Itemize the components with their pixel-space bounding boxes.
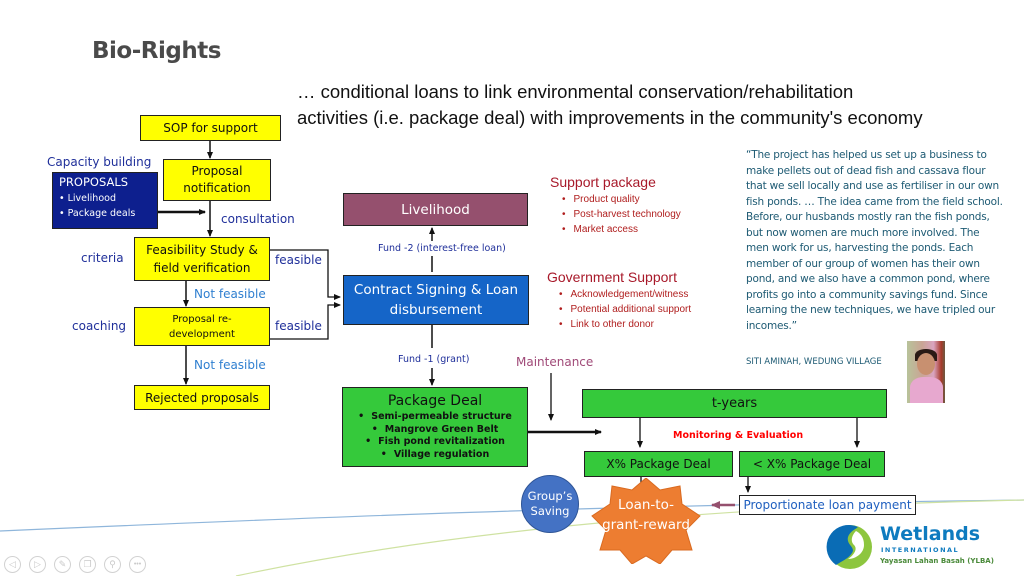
redevelopment-box: Proposal re- development bbox=[134, 307, 270, 346]
sop-label: SOP for support bbox=[163, 121, 258, 135]
package-deal-box: Package Deal Semi-permeable structure Ma… bbox=[342, 387, 528, 467]
feasibility-box: Feasibility Study & field verification bbox=[134, 237, 270, 281]
support-package-list: Product quality Post-harvest technology … bbox=[562, 192, 681, 237]
contract-line2: disbursement bbox=[389, 302, 483, 318]
arrow-feasible-1 bbox=[269, 249, 341, 300]
government-support-item: Potential additional support bbox=[559, 302, 692, 317]
slide-subtitle: … conditional loans to link environmenta… bbox=[297, 79, 997, 131]
government-support-item: Acknowledgement/witness bbox=[559, 287, 691, 302]
government-support-block: Government Support Acknowledgement/witne… bbox=[547, 269, 691, 332]
support-package-item: Market access bbox=[562, 222, 681, 237]
monitoring-evaluation-label: Monitoring & Evaluation bbox=[673, 430, 804, 441]
proposal-notification-box: Proposal notification bbox=[163, 159, 271, 201]
contract-line1: Contract Signing & Loan bbox=[353, 282, 519, 298]
not-feasible-label-2: Not feasible bbox=[194, 358, 266, 372]
proposals-item: • Livelihood bbox=[59, 193, 116, 204]
sop-box: SOP for support bbox=[140, 115, 281, 141]
photo-face bbox=[917, 353, 935, 375]
loan-to-grant-star bbox=[591, 478, 701, 564]
arrow-feasible-2 bbox=[269, 302, 341, 340]
less-than-x-percent-package-deal-box: < X% Package Deal bbox=[739, 451, 885, 477]
loan-to-grant-line1: Loan-to- bbox=[618, 497, 674, 513]
feasibility-line2: field verification bbox=[153, 261, 251, 275]
rejected-label: Rejected proposals bbox=[145, 390, 259, 405]
proposals-item: • Package deals bbox=[59, 208, 136, 219]
fund1-label: Fund -1 (grant) bbox=[398, 354, 470, 365]
slide-title: Bio-Rights bbox=[92, 38, 221, 64]
less-than-x-percent-label: < X% Package Deal bbox=[752, 457, 872, 471]
groups-saving-line1: Group’s bbox=[527, 489, 573, 503]
subtitle-line-2: activities (i.e. package deal) with impr… bbox=[297, 107, 923, 128]
logo-sub: INTERNATIONAL bbox=[881, 546, 960, 554]
wetlands-logo-icon bbox=[826, 524, 872, 569]
package-deal-title: Package Deal bbox=[387, 393, 483, 409]
photo-body bbox=[910, 377, 943, 403]
proportionate-loan-payment-box: Proportionate loan payment bbox=[739, 495, 916, 515]
criteria-label: criteria bbox=[81, 251, 124, 265]
support-package-title: Support package bbox=[550, 174, 656, 190]
package-deal-item: Village regulation bbox=[381, 449, 489, 462]
government-support-item: Link to other donor bbox=[559, 317, 691, 332]
groups-saving-circle: Group’s Saving bbox=[521, 475, 579, 533]
consultation-label: consultation bbox=[221, 212, 295, 226]
proposals-heading: PROPOSALS bbox=[59, 175, 129, 189]
loan-to-grant-label: Loan-to- grant-reward bbox=[590, 495, 702, 535]
t-years-box: t-years bbox=[582, 389, 887, 418]
logo-local: Yayasan Lahan Basah (YLBA) bbox=[880, 557, 994, 565]
x-percent-package-deal-box: X% Package Deal bbox=[584, 451, 733, 477]
package-deal-item: Fish pond revitalization bbox=[365, 436, 505, 449]
coaching-label: coaching bbox=[72, 319, 127, 333]
loan-to-grant-line2: grant-reward bbox=[602, 517, 690, 533]
redevelopment-line1: Proposal re- bbox=[172, 313, 232, 325]
support-package-item: Product quality bbox=[562, 192, 681, 207]
contract-signing-box: Contract Signing & Loan disbursement bbox=[343, 275, 529, 325]
subtitle-line-1: … conditional loans to link environmenta… bbox=[297, 81, 854, 102]
testimonial-author: SITI AMINAH, WEDUNG VILLAGE bbox=[746, 357, 882, 367]
rejected-proposals-box: Rejected proposals bbox=[134, 385, 270, 410]
more-icon[interactable]: ••• bbox=[129, 556, 146, 573]
slides-icon[interactable]: ❐ bbox=[79, 556, 96, 573]
groups-saving-line2: Saving bbox=[530, 504, 570, 518]
fund2-label: Fund -2 (interest-free loan) bbox=[378, 243, 506, 254]
testimonial-photo bbox=[907, 341, 945, 403]
feasible-label-2: feasible bbox=[275, 319, 322, 333]
x-percent-label: X% Package Deal bbox=[606, 457, 711, 471]
government-support-list: Acknowledgement/witness Potential additi… bbox=[559, 287, 692, 332]
feasible-label-1: feasible bbox=[275, 253, 322, 267]
proportionate-loan-payment-label: Proportionate loan payment bbox=[743, 498, 912, 512]
testimonial-quote: “The project has helped us set up a busi… bbox=[746, 149, 1003, 332]
pen-icon[interactable]: ✎ bbox=[54, 556, 71, 573]
proposal-notification-line1: Proposal bbox=[191, 164, 243, 178]
zoom-icon[interactable]: ⚲ bbox=[104, 556, 121, 573]
next-icon[interactable]: ▷ bbox=[29, 556, 46, 573]
not-feasible-label-1: Not feasible bbox=[194, 287, 266, 301]
proposals-box: PROPOSALS • Livelihood • Package deals bbox=[52, 172, 158, 229]
livelihood-box: Livelihood bbox=[343, 193, 528, 226]
support-package-item: Post-harvest technology bbox=[562, 207, 681, 222]
package-deal-item: Mangrove Green Belt bbox=[372, 424, 499, 437]
package-deal-item: Semi-permeable structure bbox=[358, 411, 512, 424]
support-package-block: Support package Product quality Post-har… bbox=[550, 174, 681, 237]
previous-icon[interactable]: ◁ bbox=[4, 556, 21, 573]
redevelopment-line2: development bbox=[169, 328, 235, 340]
logo-name: Wetlands bbox=[880, 523, 981, 545]
government-support-title: Government Support bbox=[547, 269, 677, 285]
livelihood-label: Livelihood bbox=[401, 201, 470, 218]
star-shape bbox=[591, 478, 701, 564]
proposal-notification-line2: notification bbox=[183, 181, 251, 195]
t-years-label: t-years bbox=[711, 396, 758, 411]
maintenance-label: Maintenance bbox=[516, 355, 594, 369]
feasibility-line1: Feasibility Study & bbox=[146, 243, 258, 257]
capacity-building-label: Capacity building bbox=[47, 155, 152, 169]
